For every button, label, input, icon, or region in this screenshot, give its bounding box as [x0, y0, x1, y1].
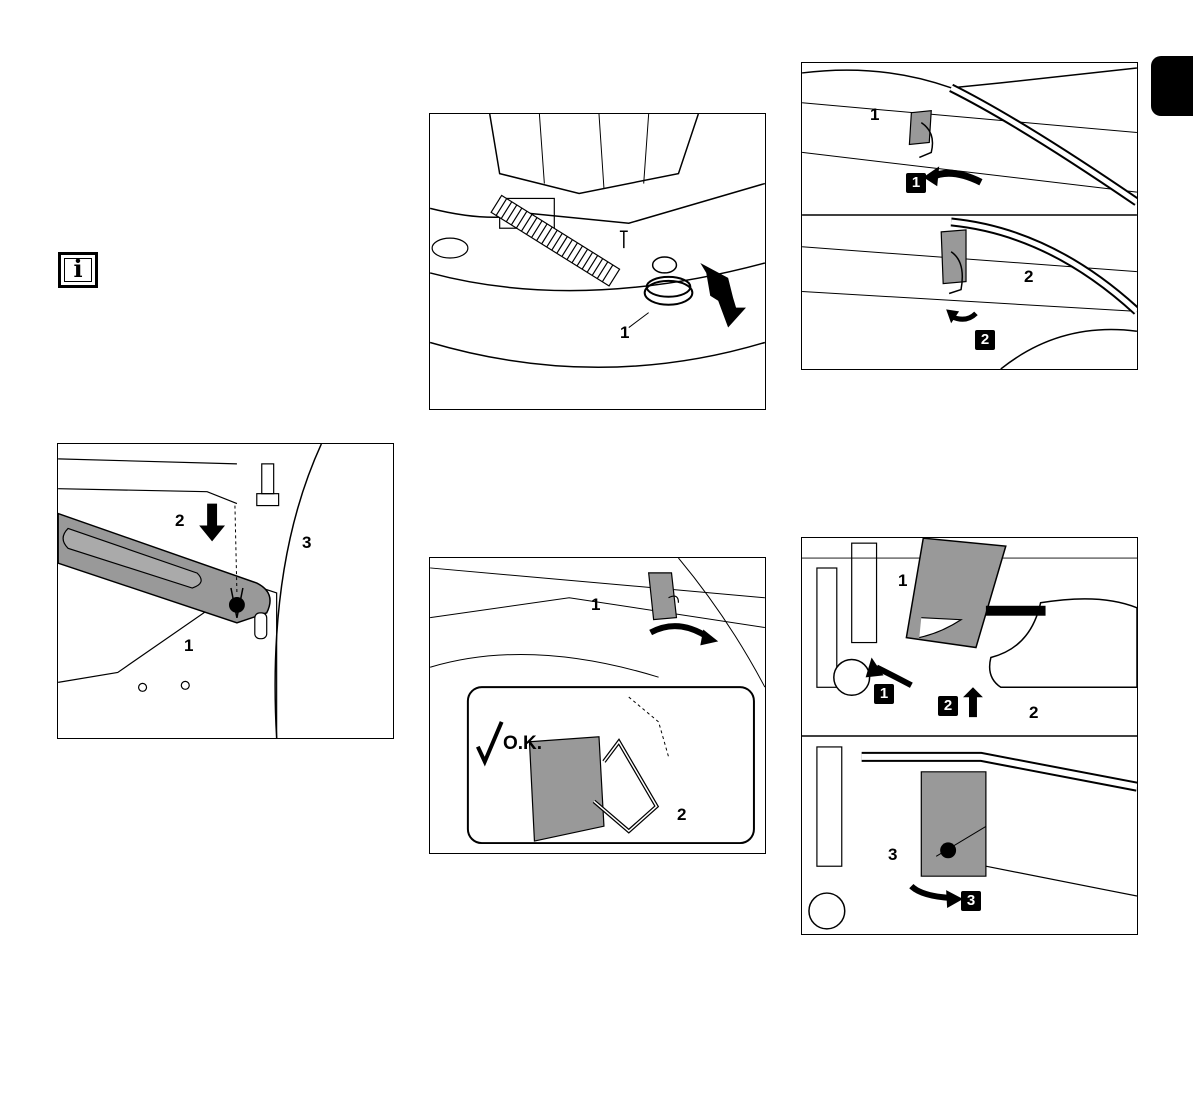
section-tab	[1151, 56, 1193, 116]
info-icon-glyph: i	[61, 255, 95, 283]
figure-pin: 2 3 1	[57, 443, 394, 739]
callout-1: 1	[184, 637, 193, 654]
figure-lever-drawing	[802, 538, 1137, 934]
figure-clip-top: 1 1 2 2	[801, 62, 1138, 370]
info-icon: i	[58, 252, 98, 288]
step-2-badge: 2	[938, 696, 958, 716]
step-3-badge: 3	[961, 891, 981, 911]
callout-3: 3	[302, 534, 311, 551]
callout-2: 2	[1029, 704, 1038, 721]
figure-bracket: 1 O.K. 2	[429, 557, 766, 854]
figure-spring-drawing	[430, 114, 765, 409]
callout-2: 2	[1024, 268, 1033, 285]
callout-3: 3	[888, 846, 897, 863]
callout-2: 2	[677, 806, 686, 823]
callout-1: 1	[898, 572, 907, 589]
figure-spring: 1	[429, 113, 766, 410]
step-1-badge: 1	[874, 684, 894, 704]
figure-pin-drawing	[58, 444, 393, 738]
callout-1: 1	[620, 324, 629, 341]
callout-1: 1	[591, 596, 600, 613]
figure-clip-drawing	[802, 63, 1137, 369]
step-1-badge: 1	[906, 173, 926, 193]
callout-2: 2	[175, 512, 184, 529]
figure-lever: 1 1 2 2 3 3	[801, 537, 1138, 935]
step-2-badge: 2	[975, 330, 995, 350]
ok-label: O.K.	[503, 733, 542, 755]
callout-1: 1	[870, 106, 879, 123]
